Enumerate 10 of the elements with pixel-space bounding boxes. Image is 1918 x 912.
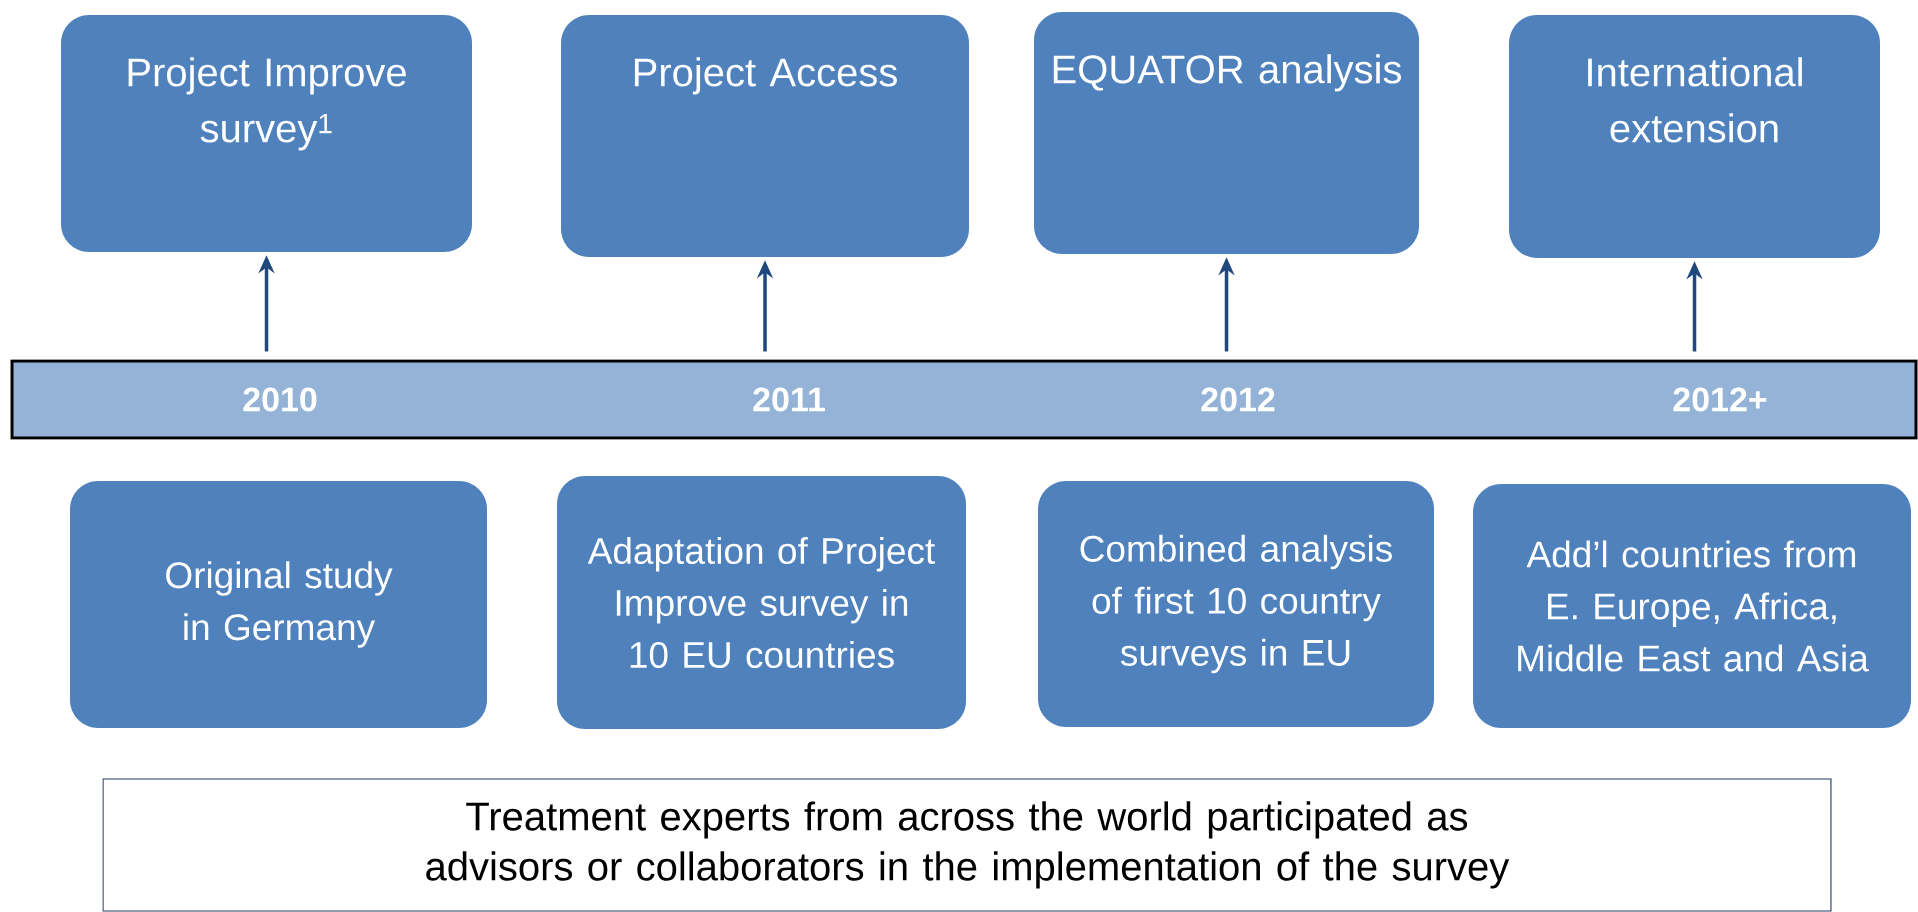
milestone-box: Project Improve survey$^{1}$ [61, 15, 472, 252]
description-box: Original study in Germany [70, 481, 487, 728]
description-box: Combined analysis of first 10 country surveys in EU [1038, 481, 1434, 727]
milestone-box: International extension [1509, 15, 1880, 258]
milestone-box: Project Access [561, 15, 969, 257]
milestone-box: EQUATOR analysis [1034, 12, 1419, 254]
note-box: Treatment experts from across the world participated as advisors or collaborators in the implementation of the survey [102, 778, 1832, 912]
timeline-bar: 2010 2011 2012 2012+ [10, 359, 1918, 440]
description-box: Add’l countries from E. Europe, Africa, Middle East and Asia [1473, 484, 1911, 728]
description-box: Adaptation of Project Improve survey in 10 EU countries [557, 476, 966, 729]
